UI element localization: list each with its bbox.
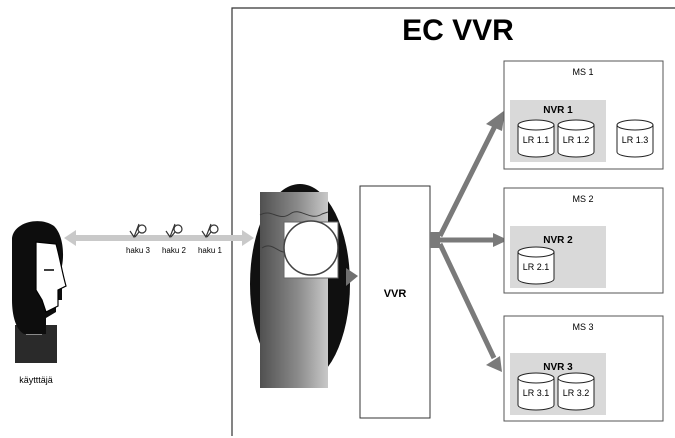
user-figure-icon — [12, 221, 67, 363]
repo-label: LR 2.1 — [523, 262, 550, 272]
nvr-2-label: NVR 2 — [543, 235, 573, 246]
query-icon — [165, 223, 183, 239]
repository-icon — [557, 372, 595, 411]
ec-vvr-component-icon — [250, 184, 358, 388]
arrow-heads — [486, 110, 508, 372]
query-channel-arrow — [64, 230, 254, 246]
repo-label: LR 3.1 — [523, 388, 550, 398]
ms-3-server: MS 3 NVR 3 LR 3.1 LR 3.2 — [503, 315, 664, 422]
nvr-3-label: NVR 3 — [543, 362, 573, 373]
vvr-label: VVR — [384, 288, 407, 300]
query-icon — [201, 223, 219, 239]
query-icon — [129, 223, 147, 239]
nvr-1-label: NVR 1 — [543, 105, 573, 116]
vvr-to-ms-arrows — [430, 124, 498, 360]
repo-label: LR 1.2 — [563, 135, 590, 145]
ms-1-server: MS 1 NVR 1 LR 1.1 LR 1.2 LR 1.3 — [503, 60, 664, 170]
user-label: käytttäjä — [19, 375, 53, 385]
repository-icon — [517, 246, 555, 285]
repository-icon — [517, 119, 555, 158]
ms-3-label: MS 3 — [572, 322, 593, 332]
ec-vvr-boundary — [231, 7, 675, 436]
repository-icon — [557, 119, 595, 158]
vvr-box — [359, 185, 431, 419]
query-label: haku 1 — [198, 246, 223, 255]
repo-label: LR 3.2 — [563, 388, 590, 398]
ms-2-server: MS 2 NVR 2 LR 2.1 — [503, 187, 664, 294]
repository-icon — [616, 119, 654, 158]
query-label: haku 2 — [162, 246, 187, 255]
repo-label: LR 1.3 — [622, 135, 649, 145]
query-label: haku 3 — [126, 246, 151, 255]
diagram-title: EC VVR — [402, 14, 514, 47]
repository-icon — [517, 372, 555, 411]
ms-1-label: MS 1 — [572, 67, 593, 77]
repo-label: LR 1.1 — [523, 135, 550, 145]
ms-2-label: MS 2 — [572, 194, 593, 204]
